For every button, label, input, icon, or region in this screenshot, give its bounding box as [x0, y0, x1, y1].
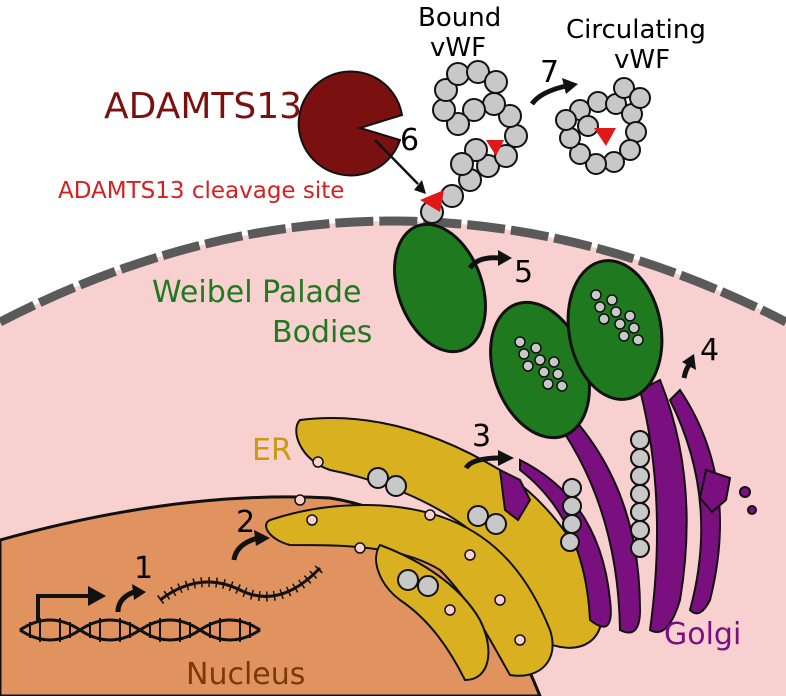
step-1-label: 1	[134, 551, 153, 586]
cleavage-site-label: ADAMTS13 cleavage site	[58, 178, 344, 204]
step-6-label: 6	[400, 123, 419, 158]
golgi-vwf-beads	[560, 430, 650, 558]
wpb-vwf-beads	[514, 289, 644, 392]
mrna-strand-icon	[157, 564, 324, 605]
step-6-arrowhead	[414, 180, 426, 194]
er-vwf-beads	[367, 467, 507, 597]
golgi-apparatus	[498, 378, 757, 634]
step-3-label: 3	[472, 419, 491, 454]
step-arrowheads	[132, 78, 696, 600]
adamts13-label: ADAMTS13	[104, 86, 302, 127]
golgi-label: Golgi	[664, 617, 741, 652]
weibel-palade-label-line2: Bodies	[272, 315, 372, 350]
step-7-label: 7	[540, 55, 559, 90]
step-6-arrow	[374, 139, 419, 185]
circulating-vwf	[555, 77, 651, 175]
circulating-vwf-a2-domain	[594, 128, 616, 146]
er-label: ER	[252, 433, 292, 468]
bound-vwf-cleavage-site	[420, 190, 444, 212]
transcription-arrow-icon	[36, 586, 106, 622]
bound-vwf-label-line2: vWF	[430, 33, 486, 63]
bound-vwf-chain	[420, 60, 528, 224]
circulating-vwf-label-line1: Circulating	[566, 15, 706, 45]
er-vesicles	[294, 456, 526, 646]
step-arrows	[115, 83, 692, 613]
step-5-label: 5	[514, 255, 533, 290]
bound-vwf-label-line1: Bound	[418, 3, 501, 33]
weibel-palade-label-line1: Weibel Palade	[152, 275, 361, 310]
weibel-palade-bodies	[393, 222, 664, 440]
bound-vwf-a2-domain	[486, 140, 504, 156]
step-2-label: 2	[236, 505, 255, 540]
dna-helix-icon	[19, 618, 261, 642]
cell-membrane	[0, 216, 786, 327]
pacman-enzyme-icon	[297, 70, 404, 177]
step-4-label: 4	[700, 333, 719, 368]
circulating-vwf-label-line2: vWF	[614, 45, 670, 75]
nucleus-label: Nucleus	[186, 657, 305, 692]
